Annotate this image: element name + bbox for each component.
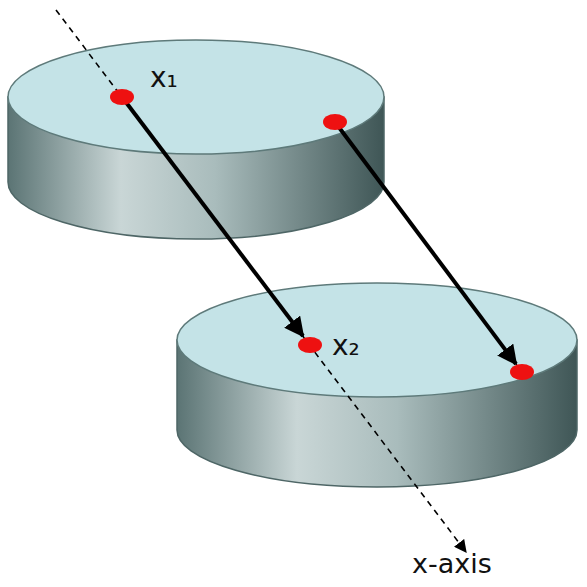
point (110, 89, 134, 105)
upper-disc (8, 40, 384, 239)
point (323, 114, 347, 130)
point (510, 364, 534, 380)
lower-disc (177, 283, 577, 487)
x-axis-line (56, 10, 466, 552)
point-label: x₁ (150, 64, 178, 92)
displacement-arrow (122, 97, 303, 336)
point (298, 337, 322, 353)
point-label: x₂ (332, 332, 360, 360)
axis-label: x-axis (412, 550, 492, 577)
displacement-arrow (335, 122, 516, 364)
